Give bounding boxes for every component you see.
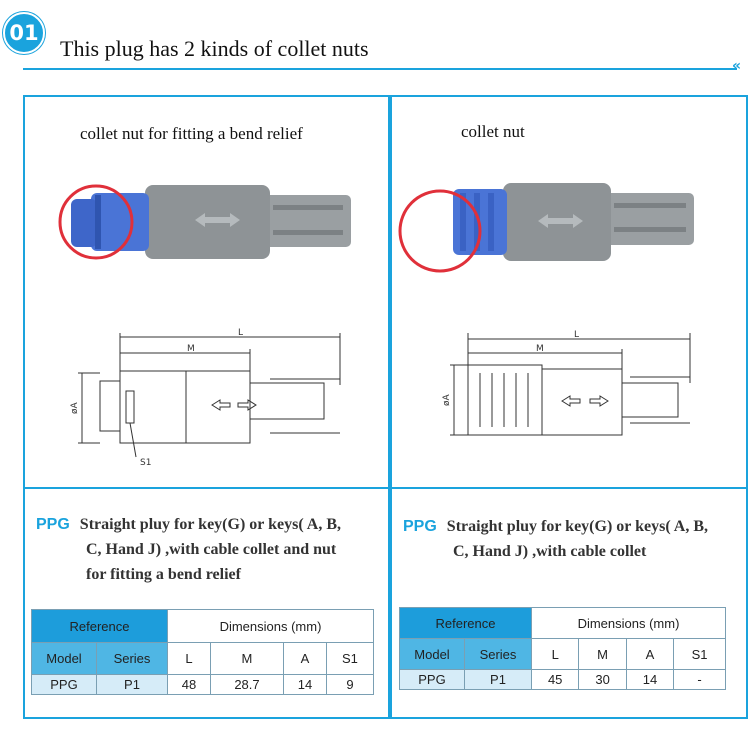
ppg-label: PPG <box>403 518 437 535</box>
section-number-badge: 01 <box>3 12 45 54</box>
drawing-label-m: M <box>187 344 195 354</box>
drawing-label-l: L <box>574 330 579 340</box>
desc-line: for fitting a bend relief <box>86 566 241 583</box>
drawing-label-m: M <box>536 344 544 354</box>
cell-l: 45 <box>530 669 580 690</box>
dimensions-header: Dimensions (mm) <box>531 607 726 639</box>
col-m: M <box>578 638 627 670</box>
drawing-label-a: øA <box>70 401 80 414</box>
desc-line: C, Hand J) ,with cable collet <box>453 543 647 560</box>
drawing-label-a: øA <box>442 393 452 406</box>
cell-s1: - <box>673 669 726 690</box>
left-technical-drawing: L M øA S1 <box>70 328 341 468</box>
table-row: PPG P1 48 28.7 14 9 <box>31 674 375 695</box>
drawing-label-s1: S1 <box>140 458 151 468</box>
title-divider <box>23 68 737 70</box>
reference-header: Reference <box>399 607 532 639</box>
right-plug-photo <box>398 183 694 273</box>
col-l: L <box>530 638 580 670</box>
cell-model: PPG <box>31 674 97 695</box>
desc-line: Straight pluy for key(G) or keys( A, B, <box>79 516 341 533</box>
cell-model: PPG <box>399 669 465 690</box>
cell-s1: 9 <box>325 674 375 695</box>
left-photo-panel <box>23 95 390 489</box>
col-s1: S1 <box>325 642 375 675</box>
right-caption: collet nut <box>461 122 525 141</box>
left-caption: collet nut for fitting a bend relief <box>80 124 303 143</box>
cell-m: 30 <box>578 669 627 690</box>
cell-a: 14 <box>625 669 675 690</box>
col-m: M <box>209 642 285 675</box>
cell-l: 48 <box>167 674 211 695</box>
page-title: This plug has 2 kinds of collet nuts <box>60 36 369 61</box>
col-model: Model <box>399 638 465 670</box>
desc-line: Straight pluy for key(G) or keys( A, B, <box>446 518 708 535</box>
cell-series: P1 <box>464 669 532 690</box>
reference-header: Reference <box>31 609 168 643</box>
left-plug-photo <box>58 184 351 260</box>
cell-m: 28.7 <box>209 674 285 695</box>
col-s1: S1 <box>673 638 726 670</box>
drawing-label-l: L <box>238 328 243 338</box>
right-technical-drawing: L M øA <box>442 330 691 436</box>
col-series: Series <box>96 642 168 675</box>
right-description: PPG Straight pluy for key(G) or keys( A, … <box>403 514 748 564</box>
double-chevron-icon: « <box>732 58 742 74</box>
cell-series: P1 <box>96 674 168 695</box>
ppg-label: PPG <box>36 516 70 533</box>
right-dimensions-table: Reference Dimensions (mm) Model Series L… <box>399 607 726 690</box>
cell-a: 14 <box>283 674 327 695</box>
col-l: L <box>167 642 211 675</box>
left-dimensions-table: Reference Dimensions (mm) Model Series L… <box>31 609 375 695</box>
dimensions-header: Dimensions (mm) <box>167 609 374 643</box>
col-a: A <box>625 638 675 670</box>
col-model: Model <box>31 642 97 675</box>
desc-line: C, Hand J) ,with cable collet and nut <box>86 541 337 558</box>
col-series: Series <box>464 638 532 670</box>
table-row: PPG P1 45 30 14 - <box>399 669 726 690</box>
col-a: A <box>283 642 327 675</box>
left-description: PPG Straight pluy for key(G) or keys( A, … <box>36 512 386 587</box>
